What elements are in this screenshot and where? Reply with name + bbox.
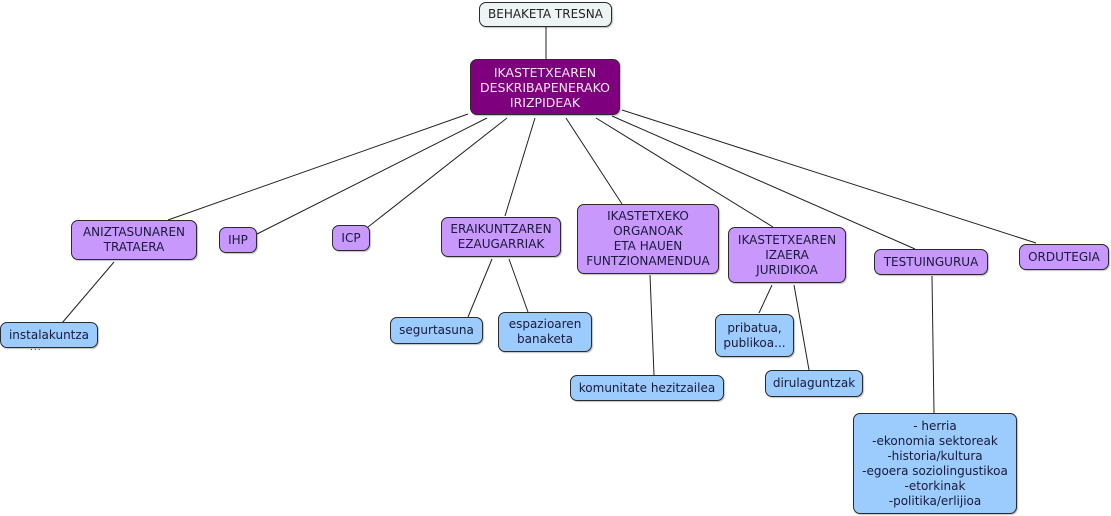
node-ikastetxearen-deskribapenerako-irizpideak[interactable]: IKASTETXEAREN DESKRIBAPENERAKO IRIZPIDEA… <box>470 59 620 115</box>
node-pribatua-publikoa[interactable]: pribatua, publikoa... <box>715 314 794 357</box>
edge-main-ihp <box>256 117 488 235</box>
node-eraikuntzaren-ezaugarriak[interactable]: ERAIKUNTZAREN EZAUGARRIAK <box>441 217 561 257</box>
node-ihp[interactable]: IHP <box>219 227 257 253</box>
edge-main-organoak <box>565 117 623 205</box>
node-testuingurua-items[interactable]: - herria -ekonomia sektoreak -historia/k… <box>853 413 1017 514</box>
truncation-marker: ... <box>30 343 42 353</box>
edge-testuingurua-items <box>931 275 935 414</box>
node-ikastetxeko-organoak[interactable]: IKASTETXEKO ORGANOAK ETA HAUEN FUNTZIONA… <box>577 204 719 274</box>
edge-eraikuntza-espazioa <box>508 258 529 313</box>
edge-main-icp <box>367 117 508 228</box>
edge-main-testuingurua <box>611 115 916 250</box>
edge-aniztasuna-instalakuntza <box>61 261 115 324</box>
edge-main-ordutegia <box>621 109 1037 244</box>
node-dirulaguntzak[interactable]: dirulaguntzak <box>765 370 863 397</box>
node-instalakuntza[interactable]: instalakuntza <box>0 322 98 348</box>
node-testuingurua[interactable]: TESTUINGURUA <box>874 249 988 275</box>
edge-main-izaera <box>595 117 774 228</box>
node-segurtasuna[interactable]: segurtasuna <box>390 317 483 344</box>
node-aniztasunaren-trataera[interactable]: ANIZTASUNAREN TRATAERA <box>71 220 197 260</box>
edge-eraikuntza-segurtasuna <box>467 258 493 318</box>
node-ikastetxearen-izaera-juridikoa[interactable]: IKASTETXEAREN IZAERA JURIDIKOA <box>728 227 846 283</box>
edge-organoak-komunitatea <box>649 274 655 376</box>
node-icp[interactable]: ICP <box>332 225 370 251</box>
edge-main-aniztasuna <box>167 113 469 221</box>
edge-izaera-pribatua <box>758 284 773 314</box>
edge-izaera-dirulaguntzak <box>793 284 810 371</box>
edge-main-eraikuntza <box>504 117 536 217</box>
node-espazioaren-banaketa[interactable]: espazioaren banaketa <box>498 312 592 352</box>
node-komunitate-hezitzailea[interactable]: komunitate hezitzailea <box>570 375 724 401</box>
node-ordutegia[interactable]: ORDUTEGIA <box>1019 244 1109 270</box>
node-behaketa-tresna[interactable]: BEHAKETA TRESNA <box>479 2 612 27</box>
